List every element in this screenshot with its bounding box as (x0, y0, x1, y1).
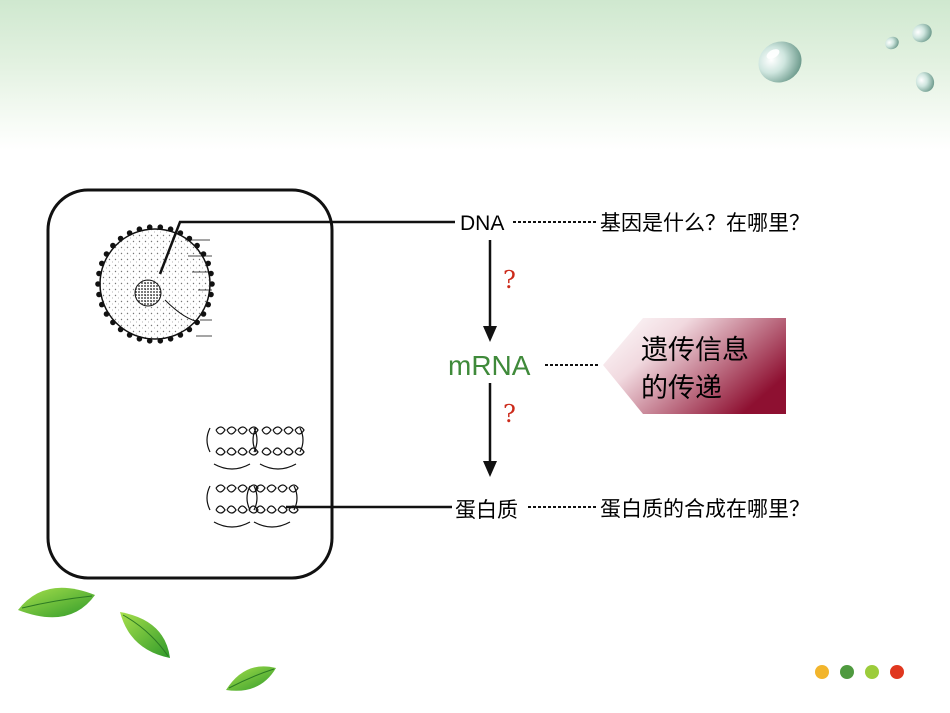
nucleus (95, 224, 215, 344)
nuclear-pore-dot (167, 226, 174, 232)
coil-strand (206, 485, 258, 528)
nuclear-pore-dot (209, 281, 215, 287)
nuclear-pore-dot (99, 301, 105, 308)
nuclear-pore-dot (205, 301, 211, 308)
nuclear-pore-dot (99, 260, 105, 267)
leaf-icon (18, 587, 95, 618)
nuclear-pore-dot (205, 260, 211, 267)
nuclear-pore-dot (146, 338, 153, 344)
label-mrna: mRNA (448, 350, 531, 381)
nav-dot (840, 665, 854, 679)
coil-loop (261, 426, 305, 456)
nuclear-pore-dot (146, 224, 153, 230)
leaf-icon (120, 612, 170, 658)
callout-line-1: 遗传信息 (641, 335, 749, 366)
label-dna: DNA (460, 212, 505, 235)
leaf-icon (226, 666, 276, 691)
nuclear-pore-dot (126, 332, 133, 338)
nuclear-pore-dot (194, 242, 200, 249)
callout-shape (603, 318, 786, 414)
nuclear-pore-dot (136, 226, 143, 232)
nuclear-pore-dot (157, 338, 164, 344)
nav-dot (890, 665, 904, 679)
nuclear-pore-dot (208, 270, 214, 277)
connector-lines (158, 220, 455, 509)
nuclear-pore-dot (96, 270, 102, 277)
arrow-head-2 (483, 461, 497, 477)
nuclear-pore-dot (110, 242, 116, 249)
nuclear-pore-dot (95, 281, 101, 287)
nuclear-pore-dot (186, 235, 193, 242)
nuclear-pore-dot (136, 336, 143, 342)
nav-dot (815, 665, 829, 679)
nuclear-pore-dot (96, 291, 102, 298)
water-drop-icon (758, 41, 802, 83)
nuclear-pore-dot (103, 251, 110, 257)
question-protein: 蛋白质的合成在哪里？ (600, 497, 810, 521)
callout-line-2: 的传递 (641, 373, 722, 404)
nuclear-pore-dot (167, 336, 174, 342)
nuclear-pore-dot (110, 319, 116, 326)
label-protein: 蛋白质 (455, 498, 518, 522)
question-mark-2: ? (503, 400, 516, 428)
nuclear-pore-dot (177, 332, 184, 338)
coil-loop (215, 484, 259, 514)
water-drop-icon (885, 23, 935, 92)
nuclear-pore-dot (200, 251, 207, 257)
question-mark-1: ? (503, 266, 516, 294)
coil-strand (252, 427, 304, 470)
nuclear-pore-dot (157, 224, 164, 230)
nuclear-pore-dot (103, 311, 110, 317)
protein-coils (206, 426, 305, 528)
nuclear-pore-dot (186, 326, 193, 333)
nuclear-pore-dot (117, 326, 124, 333)
question-dna: 基因是什么？在哪里？ (600, 211, 810, 235)
dashed-leaders (513, 221, 600, 508)
arrow-head-1 (483, 326, 497, 342)
nuclear-pore-dot (117, 235, 124, 242)
nuclear-pore-dot (126, 230, 133, 236)
coil-loop (215, 426, 259, 456)
coil-loop (255, 484, 299, 514)
nuclear-pore-dot (177, 230, 184, 236)
nav-dot (865, 665, 879, 679)
nuclear-pore-dot (200, 311, 207, 317)
nuclear-pore-dot (208, 291, 214, 298)
